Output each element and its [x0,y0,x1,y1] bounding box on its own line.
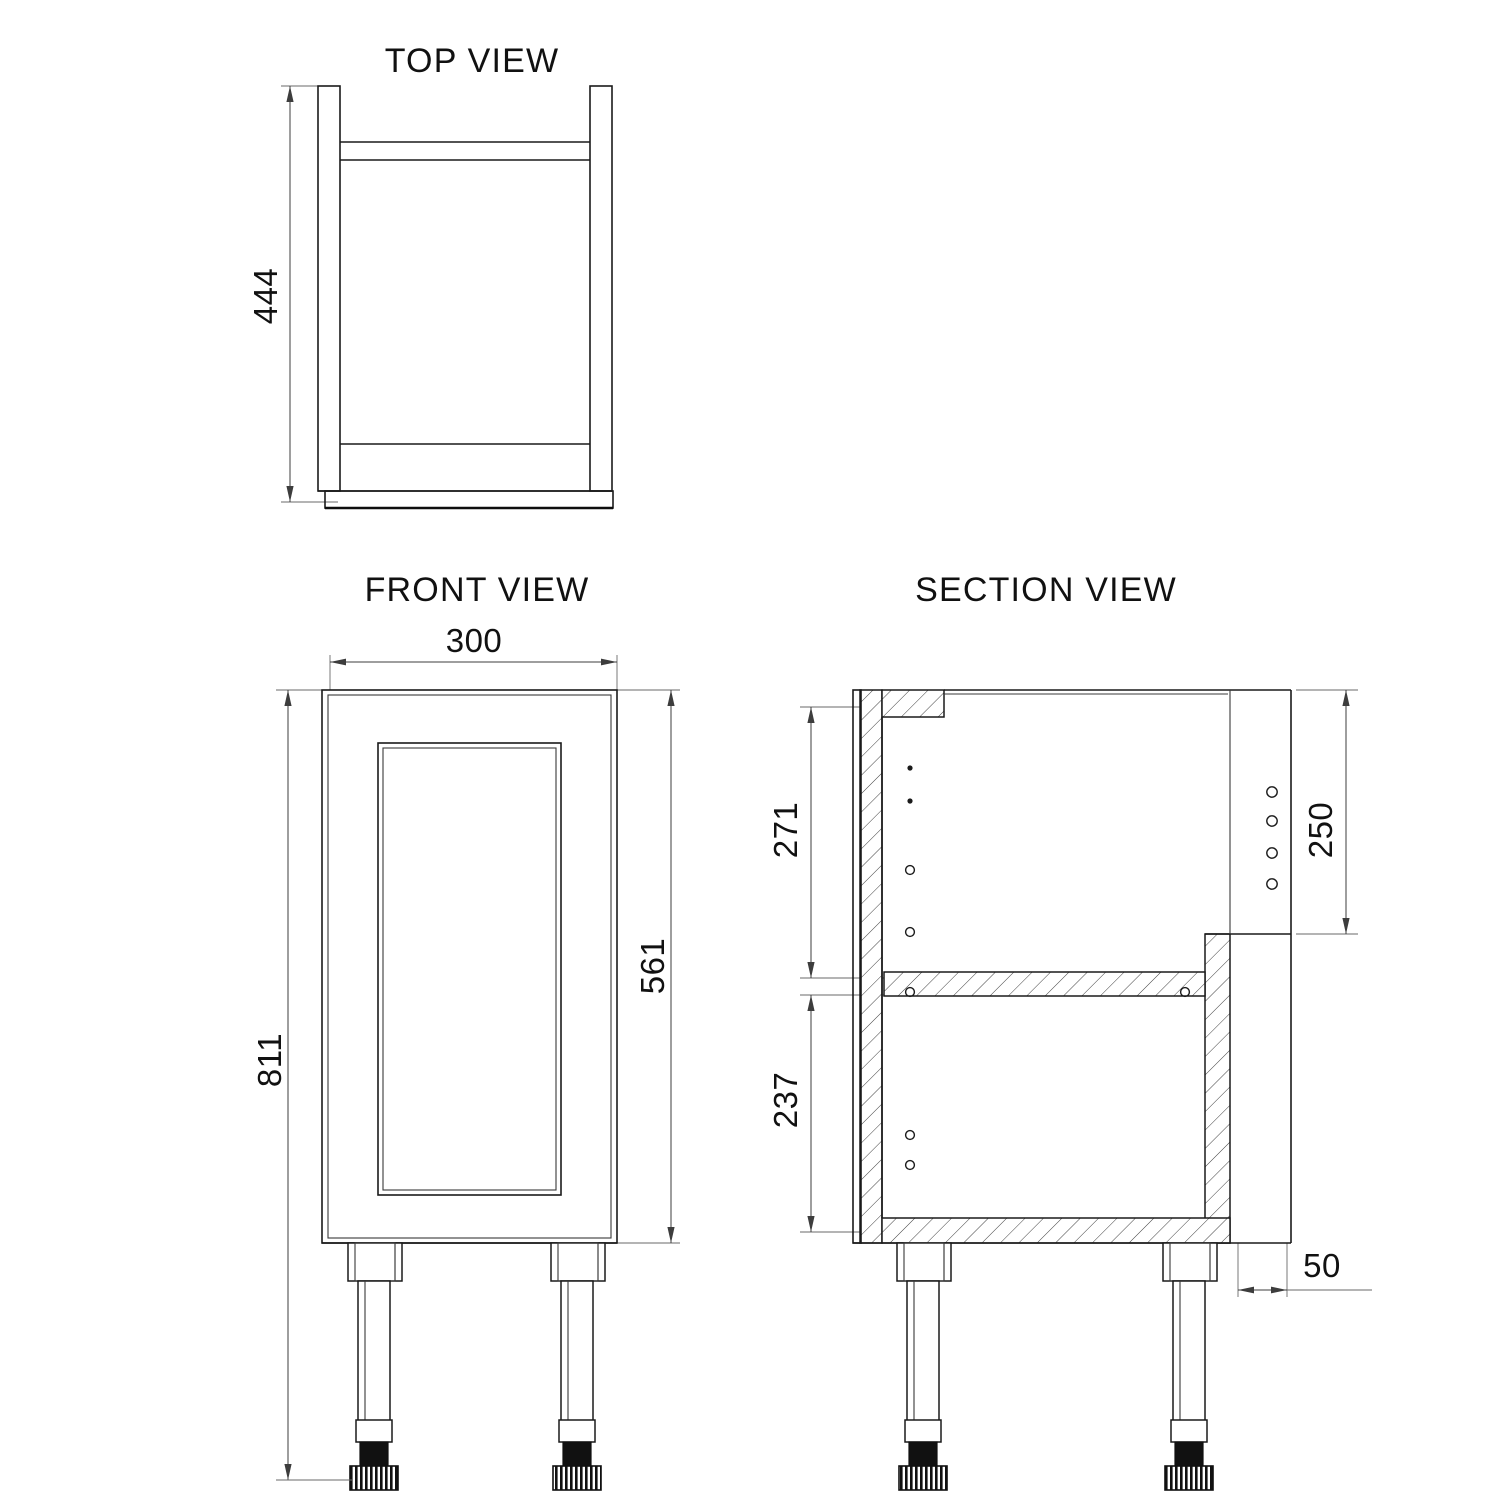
section-top-stretcher [881,689,945,718]
front-door-reveal [327,694,612,1239]
section-right-leg-collar [1170,1419,1208,1443]
section-pin-hole-4 [904,926,916,938]
dimension-811-label: 811 [251,1033,288,1087]
front-door-centre-panel [377,742,562,1196]
dimension-250-label: 250 [1302,802,1339,859]
front-view-title: FRONT VIEW [365,571,590,609]
front-left-leg-bracket [347,1242,403,1282]
section-leg-left [896,1242,952,1491]
section-shelf-pin-left [904,986,916,998]
section-right-leg-bracket [1162,1242,1218,1282]
dimension-561-label: 561 [634,938,671,995]
front-right-leg-foot [552,1465,602,1491]
dimension-237: 237 [767,994,900,1233]
section-hinge-hole-1 [1266,786,1278,798]
section-hinge-hole-4 [1266,878,1278,890]
section-left-side-panel [859,689,883,1244]
top-door-slab [324,490,614,509]
dimension-271: 271 [767,706,900,979]
section-base-panel [881,1217,1231,1244]
section-right-leg-foot [1164,1465,1214,1491]
front-leg-right [550,1242,606,1491]
front-view-group: FRONT VIEW 300 811 [251,571,680,1491]
front-leg-left [347,1242,403,1491]
section-pin-hole-5 [904,1129,916,1141]
section-pin-hole-1 [907,765,913,771]
top-right-side-panel [589,85,613,492]
front-door-outer [321,689,618,1244]
dimension-250: 250 [1296,689,1358,935]
section-left-leg-collar [904,1419,942,1443]
front-left-leg-collar [355,1419,393,1443]
top-view-group: TOP VIEW 444 [247,42,614,510]
section-view-title: SECTION VIEW [915,571,1177,609]
front-door-centre-panel-inner [382,747,557,1191]
section-right-leg-tube [1172,1280,1206,1437]
front-right-leg-bracket [550,1242,606,1282]
section-shelf [883,971,1206,997]
top-left-side-panel [317,85,341,492]
dimension-561: 561 [617,689,680,1244]
front-right-leg-collar [558,1419,596,1443]
dimension-300-label: 300 [446,622,503,659]
dimension-237-label: 237 [767,1072,804,1129]
front-right-leg-tube [560,1280,594,1437]
section-left-leg-foot [898,1465,948,1491]
section-left-leg-tube [906,1280,940,1437]
section-pin-hole-3 [904,864,916,876]
section-right-side-panel [1204,933,1231,1244]
dimension-444-label: 444 [247,268,284,325]
section-hinge-hole-2 [1266,815,1278,827]
top-view-title: TOP VIEW [385,42,560,80]
dimension-811: 811 [251,689,352,1481]
section-pin-hole-2 [907,798,913,804]
dimension-271-label: 271 [767,802,804,859]
dimension-300: 300 [329,622,618,690]
section-leg-right [1162,1242,1218,1491]
section-hinge-hole-3 [1266,847,1278,859]
dimension-50: 50 [1237,1243,1372,1297]
front-left-leg-tube [357,1280,391,1437]
dimension-50-label: 50 [1303,1247,1341,1284]
section-pin-hole-6 [904,1159,916,1171]
section-left-leg-bracket [896,1242,952,1282]
section-view-group: SECTION VIEW 271 237 [767,571,1372,1491]
dimension-444: 444 [247,85,338,503]
section-shelf-pin-right [1179,986,1191,998]
front-left-leg-foot [349,1465,399,1491]
